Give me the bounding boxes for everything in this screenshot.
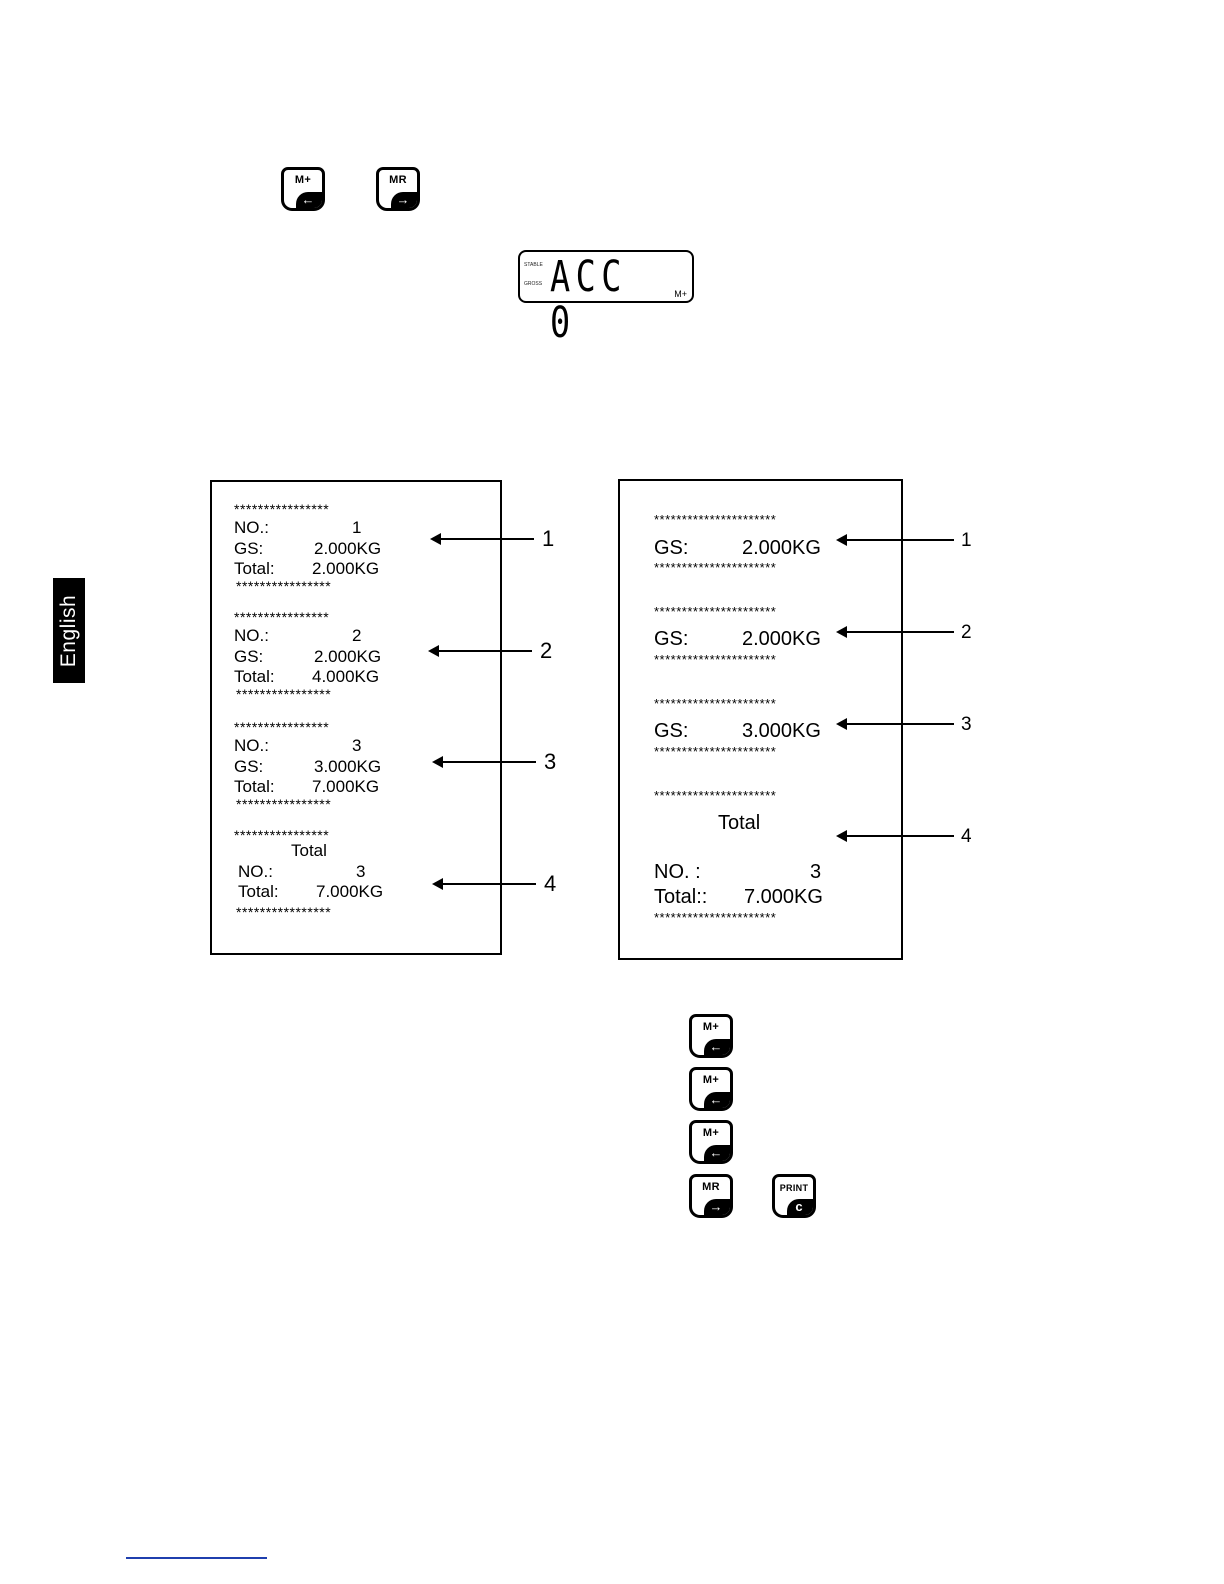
language-tab: English (53, 578, 85, 683)
printout-left: **************** NO.:1 GS:2.000KG Total:… (210, 480, 502, 955)
gs-line: GS:2.000KG (234, 539, 382, 558)
summary-title: Total (291, 841, 327, 860)
separator: **************** (234, 609, 330, 625)
mplus-key-icon: M+ ← (689, 1067, 733, 1111)
mplus-key-icon: M+ ← (689, 1014, 733, 1058)
callout-number: 1 (542, 526, 555, 551)
callout-number: 1 (961, 530, 972, 551)
callout-number: 4 (544, 871, 557, 896)
callout-arrow (836, 626, 954, 638)
no-line: NO.:3 (238, 862, 366, 881)
separator: ********************** (654, 604, 777, 619)
total-line: Total:2.000KG (234, 559, 380, 578)
total-line: Total::7.000KG (654, 886, 823, 908)
callout-arrow (836, 830, 954, 842)
gs-line: GS:3.000KG (234, 757, 382, 776)
separator: **************** (236, 578, 332, 594)
key-label: M+ (702, 1074, 720, 1086)
total-line: Total:4.000KG (234, 667, 380, 686)
key-label: MR (702, 1181, 720, 1193)
arrow-left-icon: ← (709, 1039, 723, 1054)
key-corner (704, 1145, 730, 1161)
callout-number: 3 (544, 749, 557, 774)
callout-arrow (432, 756, 536, 768)
separator: ********************** (654, 696, 777, 711)
key-corner (704, 1092, 730, 1108)
total-line: Total:7.000KG (234, 777, 380, 796)
callout-number: 2 (961, 622, 972, 643)
arrow-right-icon: → (396, 192, 410, 207)
footer-rule (126, 1557, 267, 1559)
lcd-memory-indicator: M+ (674, 289, 687, 299)
separator: **************** (236, 904, 332, 920)
mplus-key-icon: M+ ← (689, 1120, 733, 1164)
separator: ********************** (654, 910, 777, 925)
callout-arrow (432, 878, 536, 890)
lcd-stable-indicator: STABLE (524, 262, 543, 268)
separator: **************** (234, 501, 330, 517)
separator: ********************** (654, 560, 777, 575)
no-line: NO.:2 (234, 626, 362, 645)
separator: **************** (236, 796, 332, 812)
callout-arrow (836, 534, 954, 546)
separator: ********************** (654, 652, 777, 667)
gs-line: GS:2.000KG (654, 628, 821, 650)
arrow-left-icon: ← (709, 1145, 723, 1160)
gs-line: GS:2.000KG (234, 647, 382, 666)
callout-arrow (430, 533, 534, 545)
separator: **************** (234, 827, 330, 843)
callout-arrow (428, 645, 532, 657)
no-line: NO.:1 (234, 518, 362, 537)
key-label: M+ (702, 1127, 720, 1139)
key-corner (296, 192, 322, 208)
mr-key-icon: MR → (689, 1174, 733, 1218)
total-line: Total:7.000KG (238, 882, 384, 901)
no-line: NO.:3 (234, 736, 362, 755)
arrow-left-icon: ← (709, 1092, 723, 1107)
separator: ********************** (654, 512, 777, 527)
key-corner (391, 192, 417, 208)
mplus-key-icon: M+ ← (281, 167, 325, 211)
clear-icon: c (795, 1199, 803, 1214)
callout-number: 3 (961, 714, 972, 735)
gs-line: GS:3.000KG (654, 720, 821, 742)
gs-line: GS:2.000KG (654, 537, 821, 559)
separator: **************** (236, 686, 332, 702)
print-key-icon: PRINT c (772, 1174, 816, 1218)
arrow-left-icon: ← (301, 192, 315, 207)
printout-right: ********************** GS:2.000KG ******… (618, 479, 903, 960)
separator: ********************** (654, 744, 777, 759)
lcd-display: STABLE GROSS ACC 0 M+ (518, 250, 694, 346)
key-label: MR (389, 174, 407, 186)
key-corner (704, 1039, 730, 1055)
key-corner (787, 1199, 813, 1215)
language-tab-label: English (57, 594, 80, 667)
key-label: M+ (702, 1021, 720, 1033)
key-label: M+ (294, 174, 312, 186)
arrow-right-icon: → (709, 1199, 723, 1214)
lcd-gross-indicator: GROSS (524, 281, 543, 287)
separator: **************** (234, 719, 330, 735)
callout-number: 2 (540, 638, 553, 663)
separator: ********************** (654, 788, 777, 803)
key-label: PRINT (779, 1183, 809, 1193)
callout-number: 4 (961, 826, 972, 847)
mr-key-icon: MR → (376, 167, 420, 211)
callout-arrow (836, 718, 954, 730)
no-line: NO. :3 (654, 861, 822, 883)
lcd-readout: ACC 0 (550, 252, 627, 348)
key-corner (704, 1199, 730, 1215)
summary-title: Total (718, 812, 761, 834)
